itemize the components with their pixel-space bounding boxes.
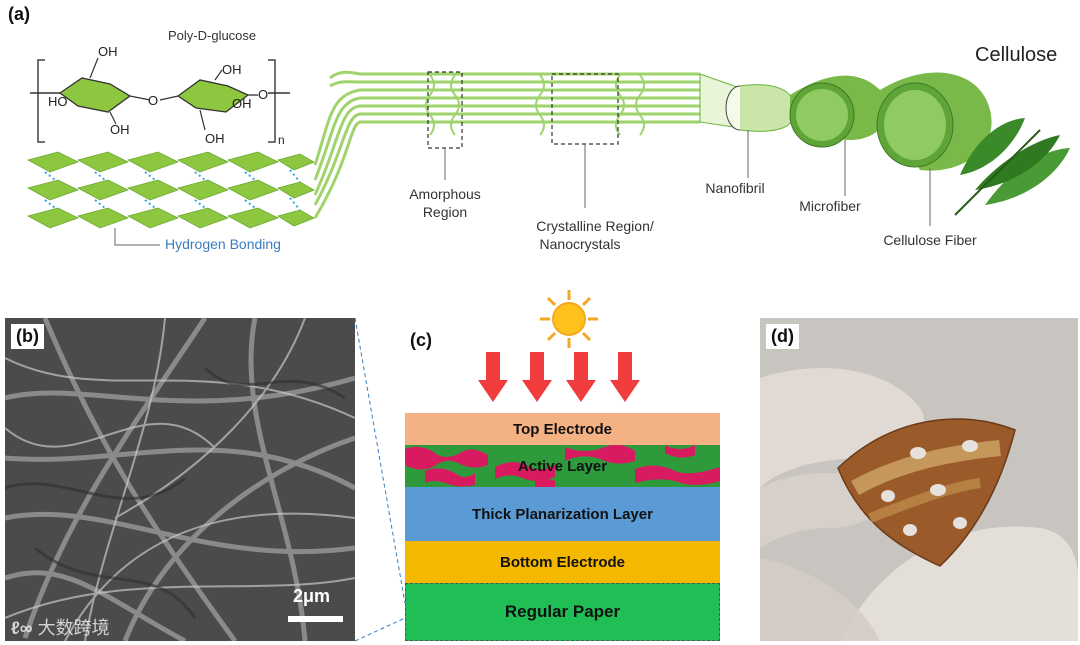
nanofibril-label: Nanofibril xyxy=(705,180,764,196)
amorphous-label-1: Amorphous xyxy=(409,186,481,202)
nanofibril xyxy=(699,73,793,132)
layer-bottom-electrode-label: Bottom Electrode xyxy=(499,553,625,571)
zoom-connector-lines xyxy=(355,318,405,642)
fibril-bundle xyxy=(313,70,700,219)
oh-1: OH xyxy=(98,44,118,59)
polymer-name: Poly-D-glucose xyxy=(168,28,257,43)
layer-regular-paper-label: Regular Paper xyxy=(504,602,621,621)
amorphous-squiggles xyxy=(425,74,645,136)
microfiber xyxy=(789,75,889,148)
sem-fiber-texture xyxy=(5,318,355,641)
layer-active: Active Layer xyxy=(405,445,720,487)
panel-d-label: (d) xyxy=(766,324,799,349)
hydrogen-bonds xyxy=(44,169,301,211)
ho-1: HO xyxy=(48,94,68,109)
crystalline-label-2: Nanocrystals xyxy=(540,236,621,252)
subscript-n: n xyxy=(278,133,285,147)
panel-b-label: (b) xyxy=(11,324,44,349)
down-arrow-icon xyxy=(478,352,508,402)
crystalline-region-box xyxy=(551,73,619,145)
sun-icon xyxy=(540,290,598,348)
panel-d-photo: (d) xyxy=(760,318,1078,641)
cellulose-title: Cellulose xyxy=(975,44,1058,66)
watermark-text: 大数跨境 xyxy=(37,618,110,638)
o-link: O xyxy=(148,93,158,108)
glucose-chains xyxy=(26,151,315,229)
scale-bar xyxy=(288,616,343,622)
layer-planarization-label: Thick Planarization Layer xyxy=(472,505,653,523)
watermark-logo: ℓ∞ 大数跨境 xyxy=(11,614,110,640)
cellulose-hierarchy-diagram: OH HO OH OH OH OH O O n Hydr xyxy=(26,44,1070,252)
hydrogen-bonding-label: Hydrogen Bonding xyxy=(165,236,281,252)
active-layer-pattern xyxy=(405,445,720,487)
layer-regular-paper: Regular Paper xyxy=(405,583,720,641)
panel-a: (a) Poly-D-glucose Cellulose OH HO OH OH… xyxy=(0,0,1080,275)
crystalline-label-1: Crystalline Region/ xyxy=(536,218,654,234)
down-arrow-icon xyxy=(566,352,596,402)
light-arrows xyxy=(478,352,640,402)
oh-2: OH xyxy=(110,122,130,137)
leaf-icon xyxy=(954,118,1070,216)
oh-4: OH xyxy=(232,96,252,111)
layer-bottom-electrode: Bottom Electrode xyxy=(405,541,720,583)
microfiber-label: Microfiber xyxy=(799,198,861,214)
layer-top-electrode-label: Top Electrode xyxy=(513,420,612,438)
scale-bar-label: 2μm xyxy=(293,586,331,606)
amorphous-label-2: Region xyxy=(423,204,467,220)
layer-planarization: Thick Planarization Layer xyxy=(405,487,720,541)
watermark-icon: ℓ∞ xyxy=(11,618,33,638)
oh-3: OH xyxy=(222,62,242,77)
cellulose-fiber xyxy=(876,72,992,171)
panel-a-label: (a) xyxy=(8,4,30,24)
down-arrow-icon xyxy=(522,352,552,402)
cellulose-fiber-label: Cellulose Fiber xyxy=(883,232,977,248)
glucose-repeat-unit xyxy=(30,57,290,143)
oh-5: OH xyxy=(205,131,225,146)
panel-c-label: (c) xyxy=(410,330,432,350)
layer-top-electrode: Top Electrode xyxy=(405,413,720,445)
layer-active-label: Active Layer xyxy=(517,457,608,475)
down-arrow-icon xyxy=(610,352,640,402)
flexible-device-photo xyxy=(760,318,1078,641)
o-ring: O xyxy=(258,87,268,102)
panel-b-sem-image: (b) 2μm ℓ∞ 大数跨境 xyxy=(5,318,355,641)
